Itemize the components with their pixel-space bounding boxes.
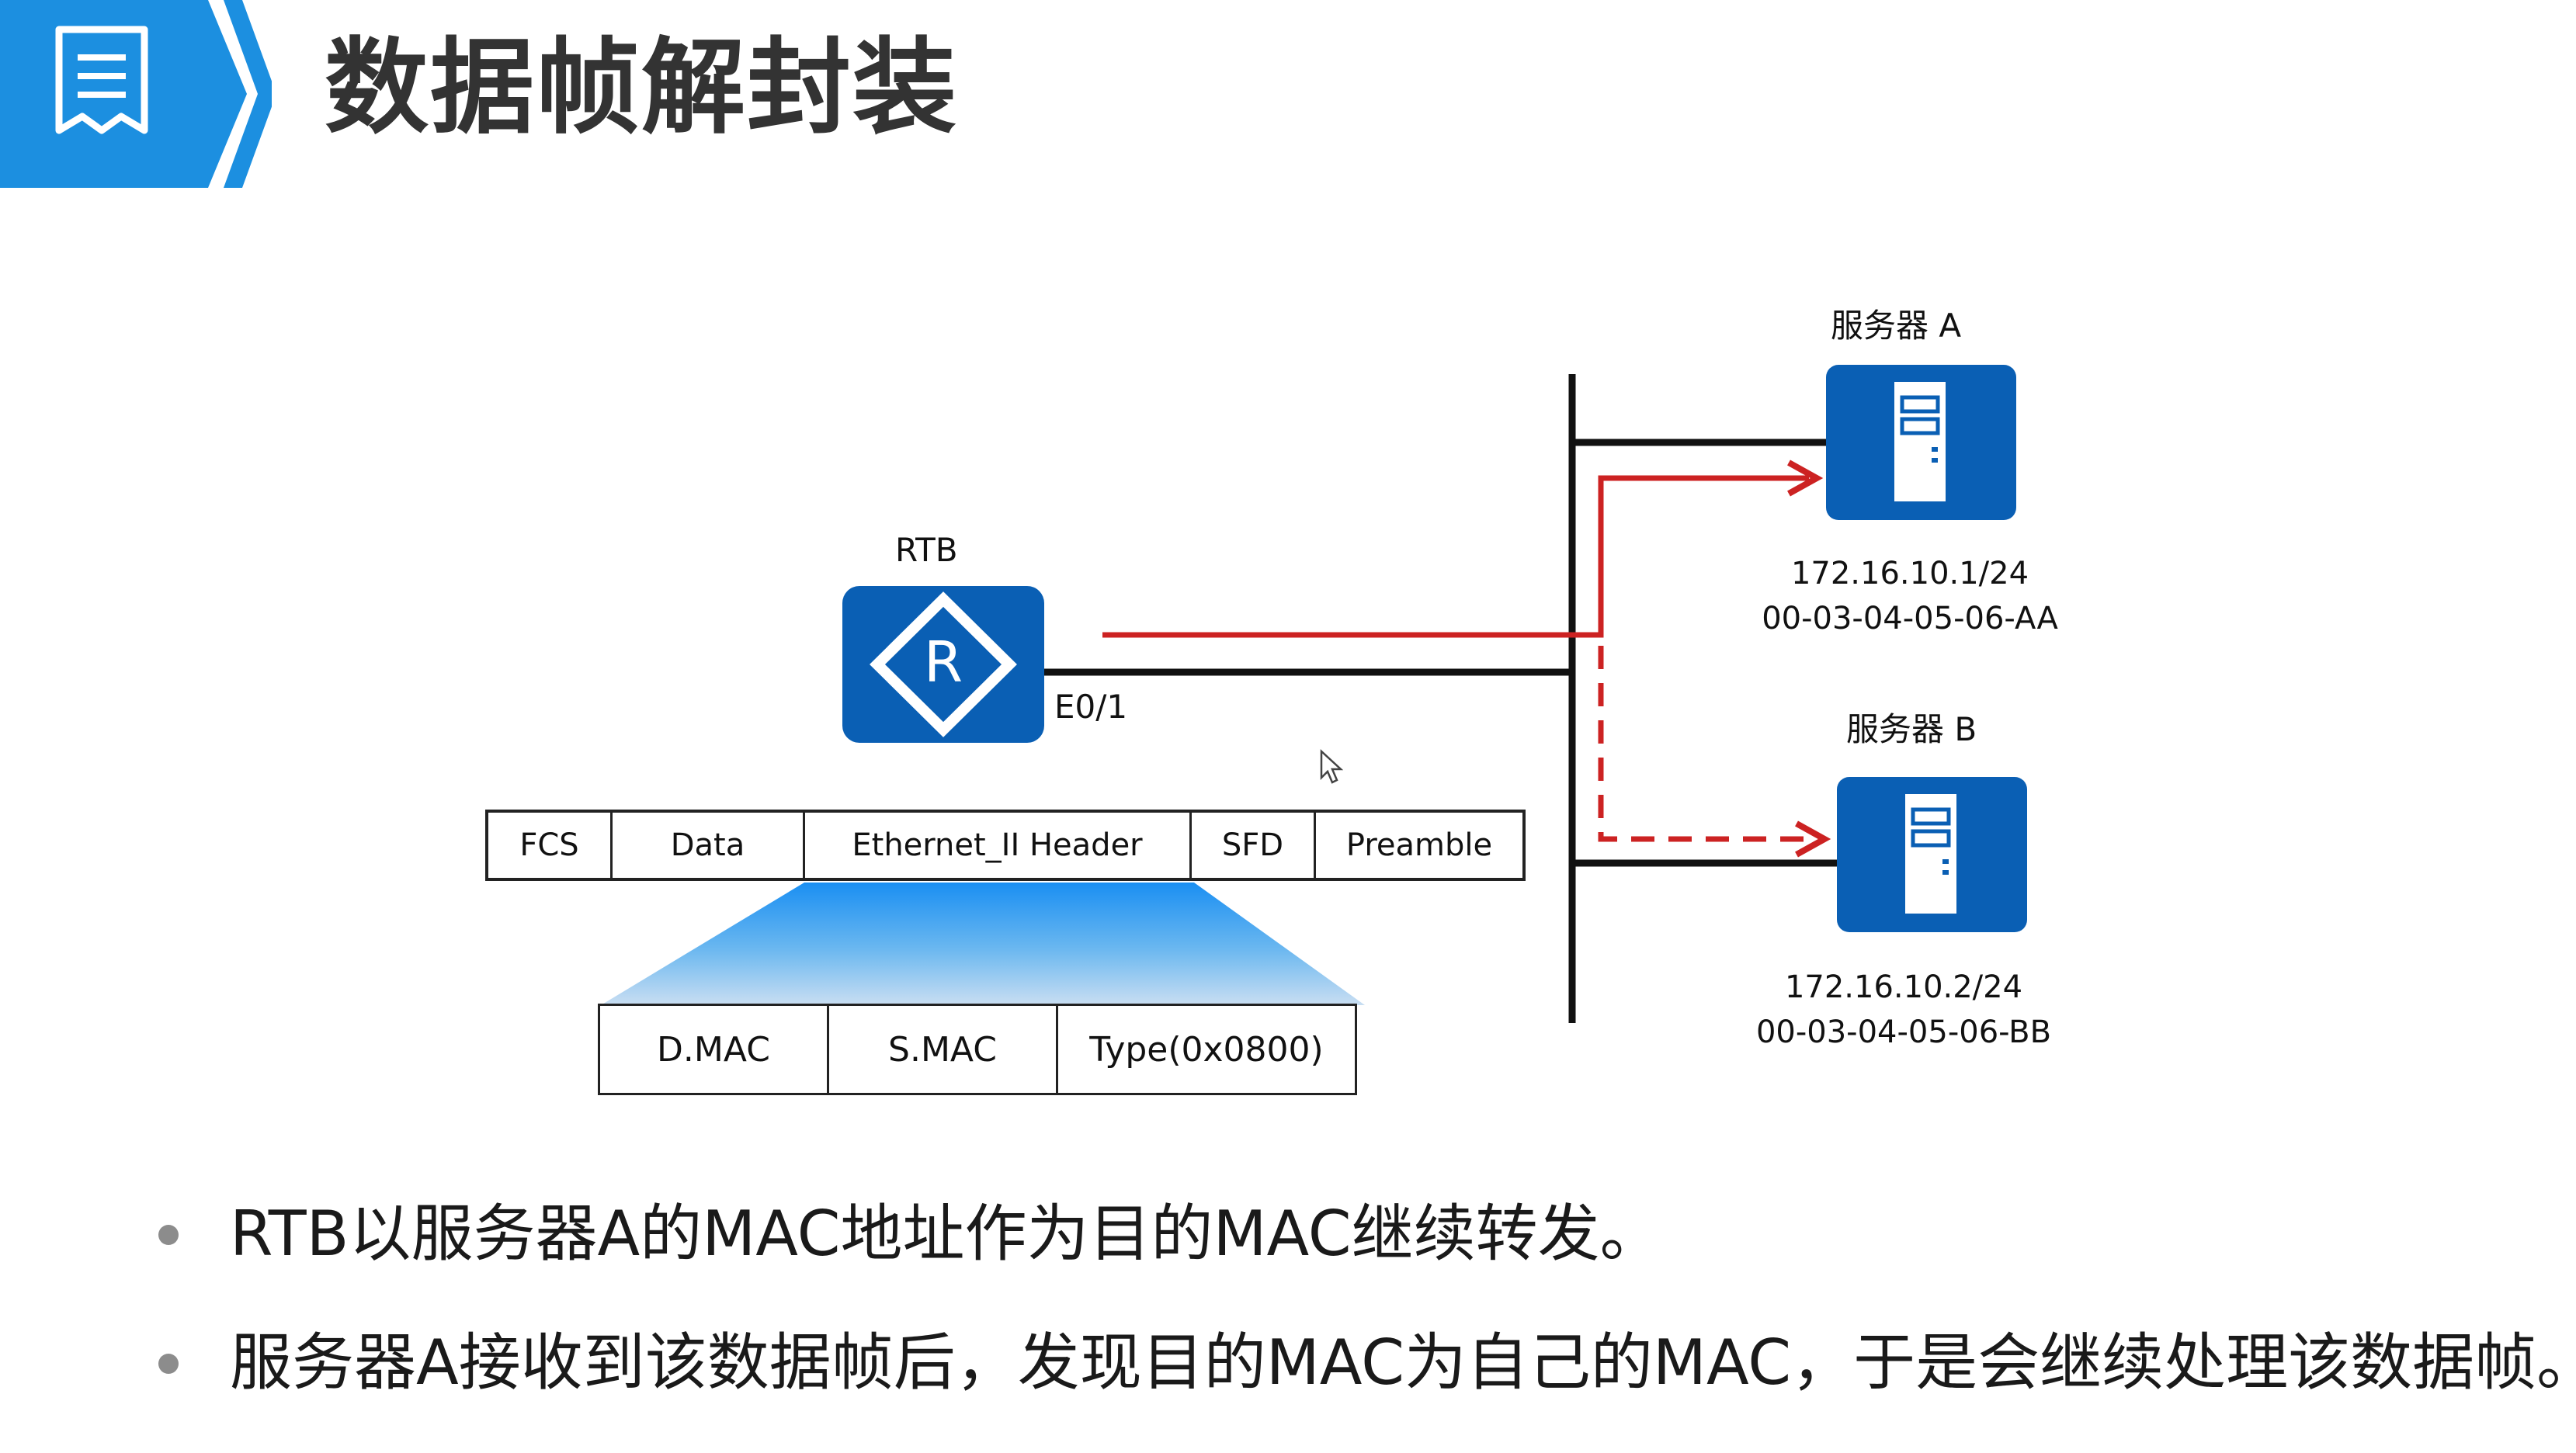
bullet-item: 服务器A接收到该数据帧后，发现目的MAC为自己的MAC，于是会继续处理该数据帧。 bbox=[148, 1324, 2576, 1402]
header-field-smac: S.MAC bbox=[829, 1006, 1058, 1093]
ethernet-frame: FCS Data Ethernet_II Header SFD Preamble bbox=[485, 810, 1526, 881]
server-b-ip: 172.16.10.2/24 bbox=[1784, 969, 2023, 1005]
arrowhead-server-a bbox=[1787, 459, 1824, 497]
server-a-ip: 172.16.10.1/24 bbox=[1790, 556, 2029, 591]
header-field-type: Type(0x0800) bbox=[1089, 1029, 1324, 1070]
frame-field-preamble: Preamble bbox=[1345, 827, 1493, 863]
frame-field-fcs: FCS bbox=[488, 813, 613, 878]
bullet-dot bbox=[158, 1354, 179, 1374]
header-badge bbox=[0, 0, 272, 188]
arrowhead-server-b bbox=[1795, 820, 1831, 858]
frame-field-data: Data bbox=[613, 813, 805, 878]
router-icon: R bbox=[842, 586, 1044, 743]
bullet-text: RTB以服务器A的MAC地址作为目的MAC继续转发。 bbox=[230, 1198, 1662, 1270]
server-b-mac: 00-03-04-05-06-BB bbox=[1755, 1014, 2052, 1050]
bullet-item: RTB以服务器A的MAC地址作为目的MAC继续转发。 bbox=[148, 1195, 2570, 1273]
page-title: 数据帧解封装 bbox=[325, 27, 959, 148]
server-a-label: 服务器 A bbox=[1831, 307, 1962, 345]
header-field-dmac: D.MAC bbox=[600, 1006, 829, 1093]
server-icon bbox=[1837, 777, 2027, 932]
network-diagram: R bbox=[601, 365, 2027, 1023]
document-list-icon bbox=[55, 26, 148, 134]
server-a-mac: 00-03-04-05-06-AA bbox=[1762, 601, 2058, 636]
forward-path-arrow bbox=[1102, 475, 1809, 638]
interface-label: E0/1 bbox=[1054, 688, 1128, 726]
server-b-label: 服务器 B bbox=[1846, 710, 1977, 748]
bullet-text: 服务器A接收到该数据帧后，发现目的MAC为自己的MAC，于是会继续处理该数据帧。 bbox=[230, 1326, 2576, 1399]
frame-field-sfd: SFD bbox=[1192, 813, 1316, 878]
router-label: RTB bbox=[895, 531, 958, 569]
bullet-dot bbox=[158, 1225, 179, 1245]
frame-field-ethernet-header: Ethernet_II Header bbox=[805, 813, 1192, 878]
not-forwarded-path-arrow bbox=[1598, 646, 1814, 842]
bullet-list: RTB以服务器A的MAC地址作为目的MAC继续转发。 服务器A接收到该数据帧后，… bbox=[148, 1195, 2576, 1453]
ethernet-header-fields: D.MAC S.MAC Type(0x0800) bbox=[598, 1004, 1357, 1095]
header-expansion-shape bbox=[601, 883, 1365, 1005]
svg-text:R: R bbox=[924, 629, 963, 695]
mouse-cursor-icon bbox=[1320, 749, 1344, 784]
server-icon bbox=[1826, 365, 2016, 520]
